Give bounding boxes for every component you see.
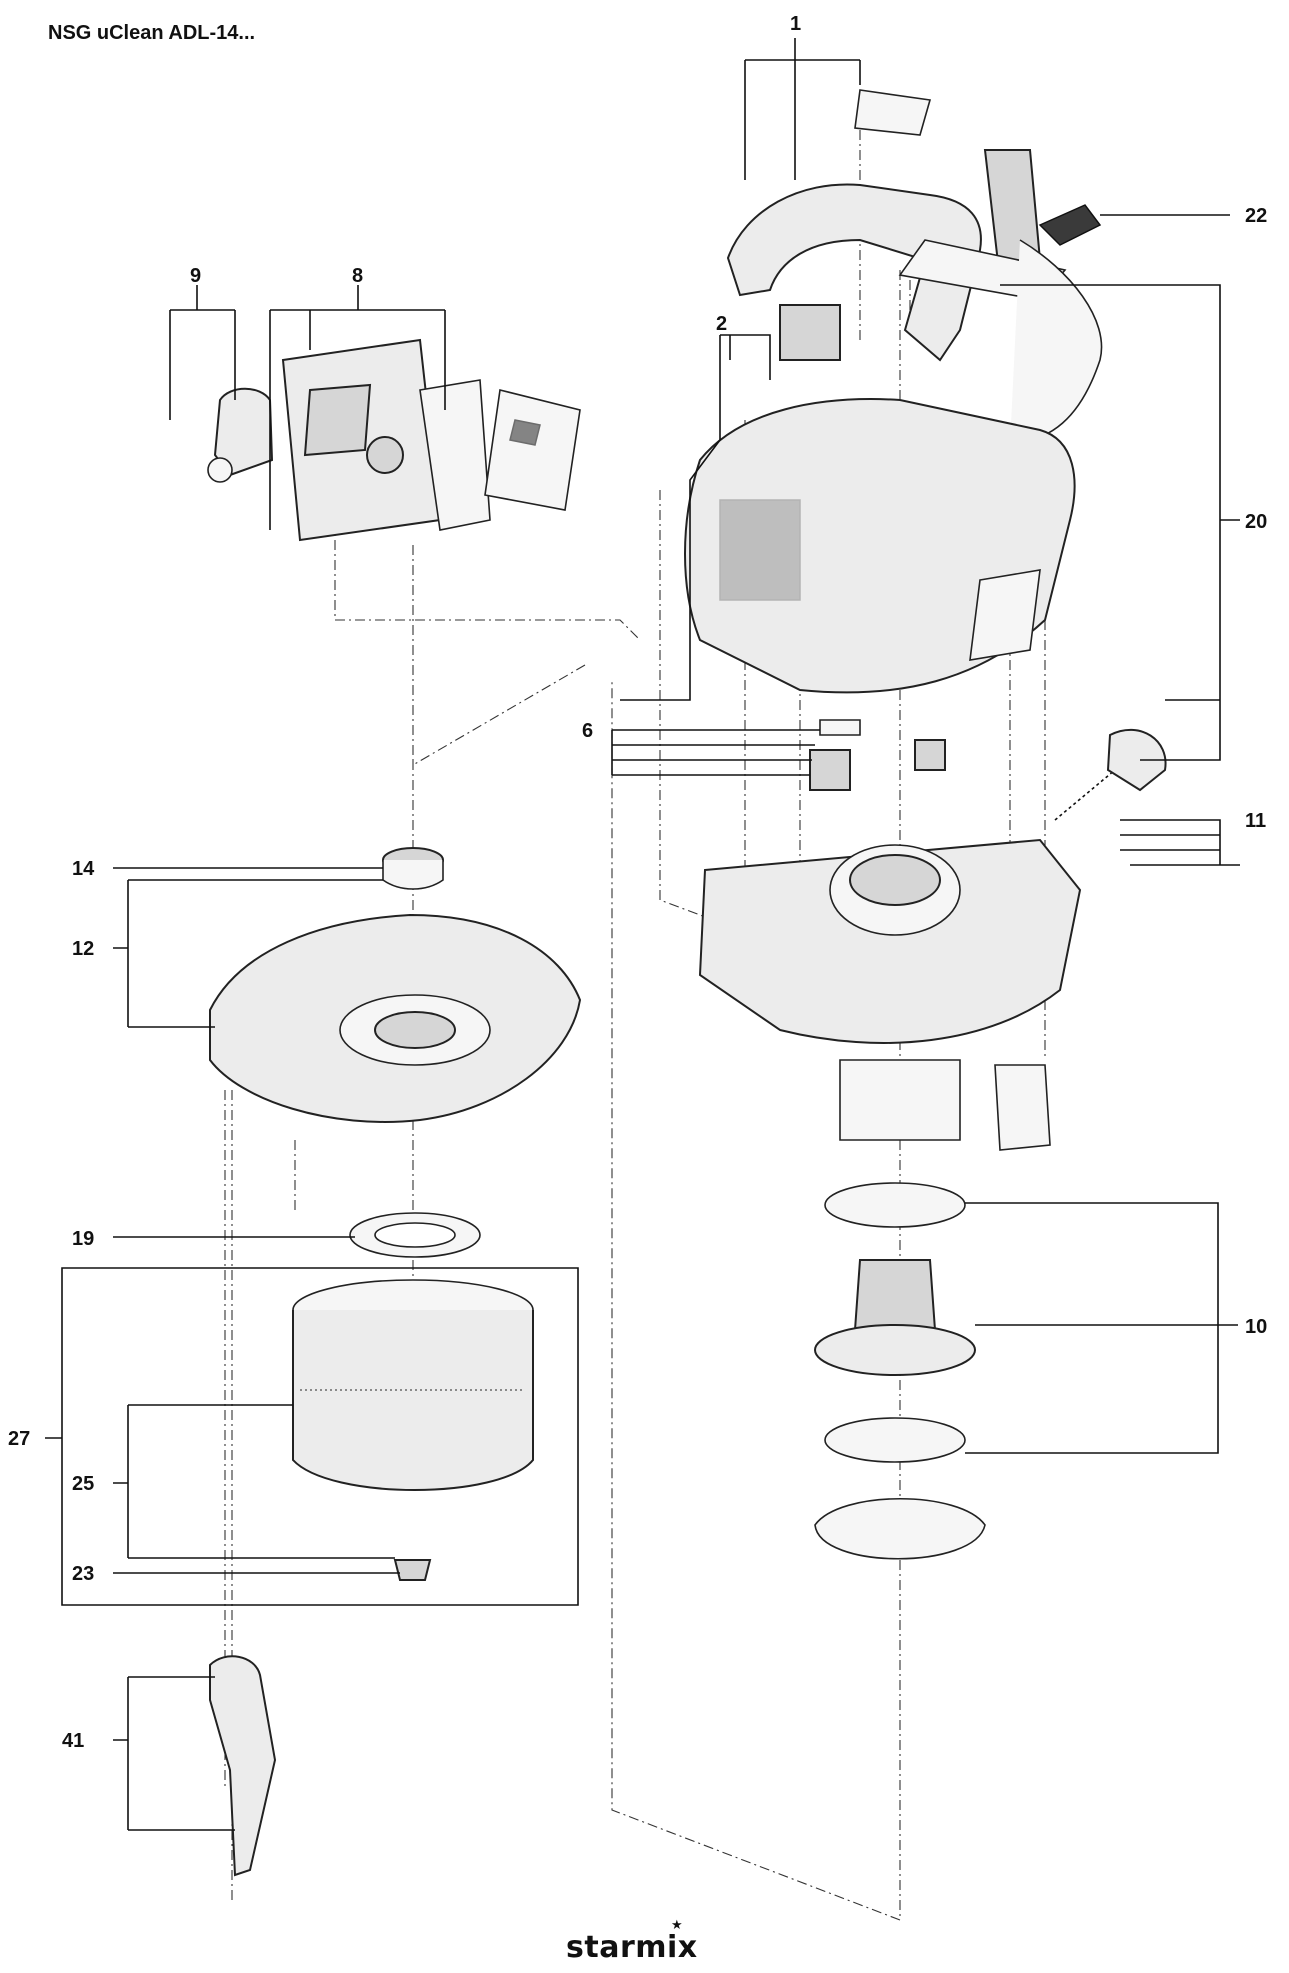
part-seal-ring bbox=[349, 1212, 481, 1258]
part-motor bbox=[814, 1182, 986, 1560]
callout-23: 23 bbox=[72, 1563, 94, 1585]
callout-22: 22 bbox=[1245, 205, 1267, 227]
part-electronics-board bbox=[484, 389, 581, 511]
part-switch-components bbox=[809, 719, 946, 791]
part-cap bbox=[382, 847, 444, 890]
callout-11: 11 bbox=[1245, 810, 1266, 832]
callout-12: 12 bbox=[72, 938, 94, 960]
part-filter-knob bbox=[393, 1559, 432, 1581]
diagram-title: NSG uClean ADL-14... bbox=[48, 22, 256, 44]
callout-2: 2 bbox=[716, 313, 727, 335]
part-filter-cover bbox=[209, 913, 582, 1123]
callout-labels: 1 2 6 8 9 10 11 12 14 19 20 22 23 25 27 … bbox=[8, 13, 1267, 1752]
part-motor-housing bbox=[698, 838, 1082, 1151]
callout-8: 8 bbox=[352, 265, 363, 287]
part-switch-housing bbox=[207, 387, 274, 483]
callout-25: 25 bbox=[72, 1473, 94, 1495]
brand-logo: starmix bbox=[566, 1930, 698, 1965]
part-body-cover bbox=[684, 304, 1076, 694]
callout-20: 20 bbox=[1245, 511, 1267, 533]
brand-star-icon: ★ bbox=[671, 1918, 683, 1933]
part-power-cord bbox=[1009, 204, 1103, 446]
part-cord-reel bbox=[1106, 729, 1167, 792]
callout-41: 41 bbox=[62, 1730, 84, 1752]
callout-leaders bbox=[45, 38, 1240, 1831]
callout-6: 6 bbox=[582, 720, 593, 742]
part-side-handle bbox=[209, 1655, 277, 1877]
callout-19: 19 bbox=[72, 1228, 94, 1250]
callout-14: 14 bbox=[72, 858, 95, 880]
part-handle bbox=[726, 89, 1067, 362]
part-cartridge-filter bbox=[292, 1279, 534, 1491]
part-spring bbox=[1054, 769, 1116, 821]
callout-1: 1 bbox=[790, 13, 801, 35]
callout-27: 27 bbox=[8, 1428, 30, 1450]
callout-9: 9 bbox=[190, 265, 201, 287]
callout-10: 10 bbox=[1245, 1316, 1267, 1338]
part-control-panel bbox=[281, 338, 491, 542]
